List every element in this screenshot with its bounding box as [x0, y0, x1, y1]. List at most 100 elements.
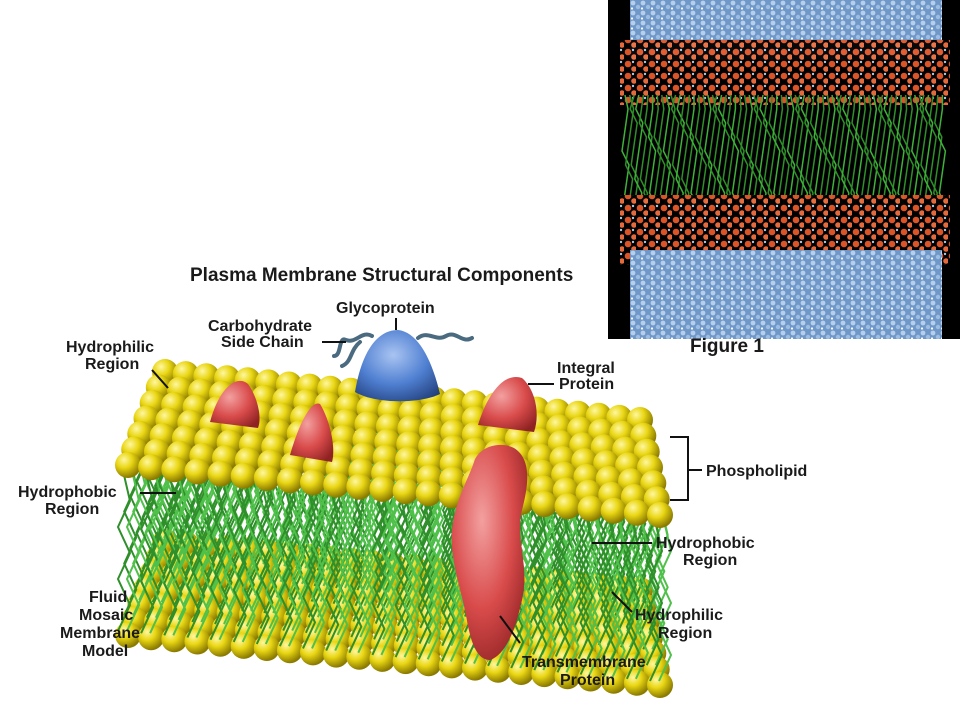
label-model-line2: Mosaic	[79, 607, 133, 624]
lipid-head	[647, 502, 673, 528]
lipid-tail	[125, 474, 141, 632]
lipid-tail	[602, 520, 617, 678]
md-tail	[643, 94, 653, 208]
lipid-head	[554, 663, 581, 690]
lipid-tail	[403, 500, 418, 658]
upper-head-layer	[115, 359, 673, 528]
lipid-head	[415, 480, 442, 507]
lipid-head	[346, 473, 373, 500]
md-tail	[822, 94, 832, 208]
md-tail	[735, 94, 745, 208]
lipid-tail	[116, 474, 132, 632]
label-integral-line2: Protein	[559, 376, 614, 393]
md-simulation-image	[608, 0, 960, 339]
lipid-tail	[531, 498, 547, 655]
lipid-head	[138, 454, 165, 481]
lipid-head	[346, 643, 373, 670]
integral-protein-center	[290, 403, 334, 462]
label-hydrophilic-bottom-line1: Hydrophilic	[635, 607, 723, 624]
label-hydrophobic-right-line1: Hydrophobic	[656, 535, 755, 552]
lipid-tail	[334, 494, 349, 652]
md-tail	[900, 94, 911, 208]
label-hydrophilic-top-line2: Region	[85, 356, 139, 373]
lipid-tail	[404, 485, 419, 642]
md-tail	[808, 94, 819, 208]
lipid-tail	[426, 503, 441, 660]
lipid-tail	[519, 511, 534, 669]
lipid-head	[531, 491, 558, 518]
lipid-tail	[540, 498, 556, 655]
lipid-tail	[245, 470, 260, 627]
md-tail	[864, 94, 873, 208]
label-hydrophilic-top-line1: Hydrophilic	[66, 339, 154, 356]
lipid-tail	[542, 513, 557, 671]
md-tail	[689, 95, 699, 208]
lipid-tail	[565, 516, 580, 673]
diagram-title: Plasma Membrane Structural Components	[190, 265, 573, 286]
lipid-head	[276, 637, 303, 664]
md-tail	[647, 95, 658, 208]
lipid-head	[600, 667, 627, 694]
md-tail	[836, 94, 846, 208]
lipid-tail	[195, 481, 210, 638]
lipid-tail	[359, 480, 374, 638]
md-tail	[896, 95, 906, 208]
lipid-head	[462, 654, 488, 681]
lipid-tail	[381, 483, 397, 640]
md-tail	[652, 94, 662, 208]
lipid-head	[577, 495, 604, 522]
lipid-tail	[139, 476, 155, 634]
lipid-tail	[282, 474, 297, 632]
lipid-head	[115, 452, 141, 478]
carbohydrate-chain-right	[416, 332, 474, 342]
md-tail	[662, 94, 672, 208]
md-tail	[629, 94, 639, 208]
md-tail	[776, 94, 787, 208]
md-tail	[716, 94, 727, 208]
md-tail	[712, 94, 722, 208]
md-tail	[828, 94, 837, 208]
lipid-tail	[268, 472, 283, 629]
label-model-line1: Fluid	[89, 589, 127, 606]
md-tail	[850, 94, 860, 208]
lipid-tail	[291, 474, 306, 632]
md-tail	[841, 94, 851, 208]
lipid-tail	[554, 500, 569, 657]
lipid-tail	[394, 500, 409, 658]
lipid-head	[230, 462, 257, 489]
label-model-line3: Membrane	[60, 625, 140, 642]
label-transmembrane-line1: Transmembrane	[522, 654, 646, 671]
lipid-head	[577, 665, 604, 692]
md-tail	[799, 94, 810, 208]
lipid-tail	[586, 502, 601, 660]
lipid-head	[392, 648, 419, 675]
md-tail	[634, 94, 644, 208]
lipid-tail	[427, 487, 442, 645]
label-hydrophobic-left-line2: Region	[45, 501, 99, 518]
md-tail	[919, 94, 929, 208]
lipid-tail	[301, 492, 317, 649]
md-tail	[739, 94, 749, 208]
lipid-tail	[600, 504, 615, 662]
lipid-head	[253, 465, 280, 491]
lipid-tail	[278, 489, 294, 647]
lipid-tail	[336, 478, 351, 636]
lipid-tail	[209, 483, 224, 641]
md-tail	[882, 94, 892, 208]
lipid-head	[623, 669, 650, 696]
label-phospholipid: Phospholipid	[706, 463, 807, 480]
lipid-head	[184, 458, 211, 485]
lipid-tail	[588, 518, 603, 675]
lipid-tail	[556, 516, 571, 673]
md-tail	[704, 94, 713, 208]
lipid-tail	[518, 495, 533, 653]
md-tail	[767, 94, 777, 208]
label-integral-line1: Integral	[557, 360, 615, 377]
md-tail	[933, 94, 943, 208]
lipid-tail	[236, 470, 251, 627]
lipid-tail	[259, 472, 274, 629]
transmembrane-protein-shape	[451, 444, 528, 660]
lipid-tail	[648, 524, 664, 682]
lipid-head	[230, 632, 257, 659]
lipid-head	[647, 672, 673, 698]
